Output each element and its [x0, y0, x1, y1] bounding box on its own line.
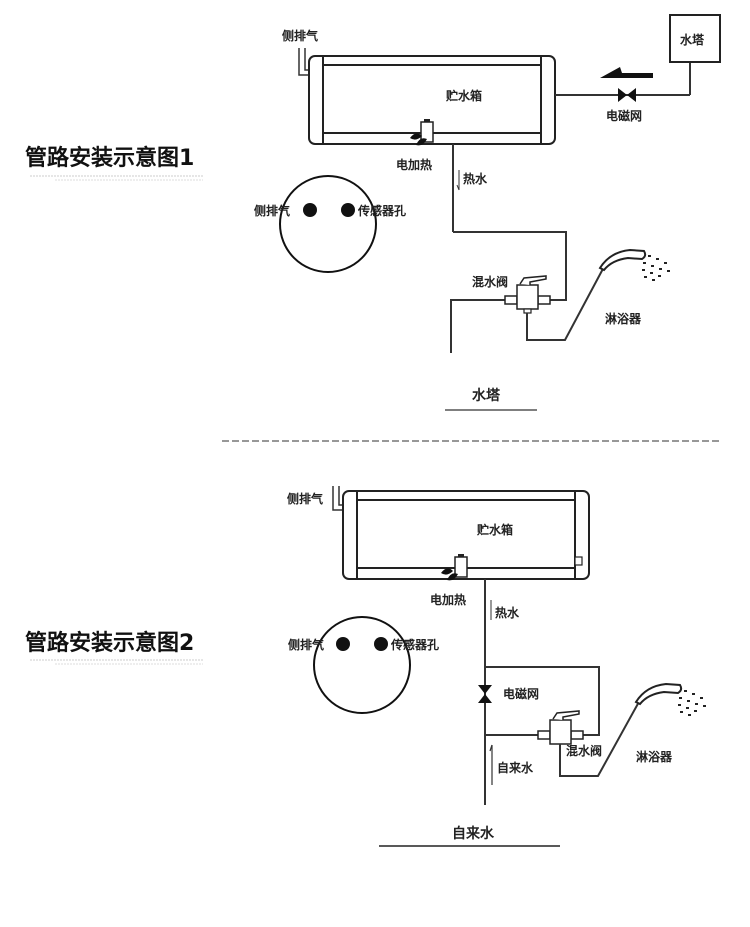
shower-head-icon	[634, 682, 706, 716]
flow-arrow-down	[456, 184, 460, 191]
circle-sensor-hole-label: 传感器孔	[357, 203, 406, 218]
water-tower-label: 水塔	[680, 32, 705, 47]
water-tower-box	[669, 14, 721, 63]
flow-arrow-up	[489, 744, 493, 752]
heater-icon	[410, 119, 434, 146]
tank-cross-section	[279, 175, 377, 273]
solenoid-valve-icon	[478, 685, 492, 703]
heater-icon	[441, 554, 468, 581]
source-label: 自来水	[452, 825, 495, 842]
diagram-1: 管路安装示意图1 侧排气 贮水箱 电加热 热水 水塔	[25, 14, 721, 411]
heater-label: 电加热	[396, 157, 432, 172]
storage-tank	[342, 490, 590, 580]
side-vent-hole	[336, 637, 350, 651]
tank-label: 贮水箱	[445, 88, 482, 103]
cold-supply-pipe	[450, 299, 505, 353]
circle-sensor-hole-label: 传感器孔	[390, 637, 439, 652]
source-label: 水塔	[472, 387, 501, 404]
mixing-valve-icon	[504, 275, 551, 314]
tap-water-label: 自来水	[497, 760, 534, 775]
side-vent-hole	[303, 203, 317, 217]
flow-direction-arrow	[600, 67, 653, 78]
circle-side-vent-label: 侧排气	[254, 203, 290, 218]
hot-water-label: 热水	[463, 171, 488, 186]
shower-label: 淋浴器	[605, 311, 642, 326]
tank-outlet	[574, 556, 583, 566]
hot-water-branch	[485, 666, 600, 736]
diagram-1-title: 管路安装示意图1	[25, 145, 194, 171]
circle-side-vent-label: 侧排气	[288, 637, 324, 652]
diagram-2: 管路安装示意图2 侧排气 贮水箱 电加热 热水 侧排气 传感器孔	[25, 486, 706, 847]
mixing-valve-label: 混水阀	[472, 274, 508, 289]
storage-tank	[308, 55, 556, 145]
side-vent-label: 侧排气	[287, 491, 323, 506]
sensor-hole	[341, 203, 355, 217]
shower-hose	[526, 264, 606, 341]
mixing-valve-icon	[537, 710, 584, 745]
mixing-valve-label: 混水阀	[566, 743, 602, 758]
sensor-hole	[374, 637, 388, 651]
solenoid-valve-icon	[618, 88, 636, 102]
shower-head-icon	[598, 248, 670, 281]
tank-label: 贮水箱	[476, 522, 513, 537]
heater-label: 电加热	[430, 592, 466, 607]
tank-cross-section	[313, 616, 411, 714]
solenoid-valve-label: 电磁网	[503, 686, 539, 701]
side-vent-label: 侧排气	[282, 28, 318, 43]
shower-label: 淋浴器	[636, 749, 673, 764]
hot-water-label: 热水	[495, 605, 520, 620]
shower-hose	[559, 699, 641, 777]
solenoid-valve-label: 电磁网	[606, 108, 642, 123]
diagram-2-title: 管路安装示意图2	[25, 630, 194, 656]
hot-water-pipe	[453, 231, 567, 301]
